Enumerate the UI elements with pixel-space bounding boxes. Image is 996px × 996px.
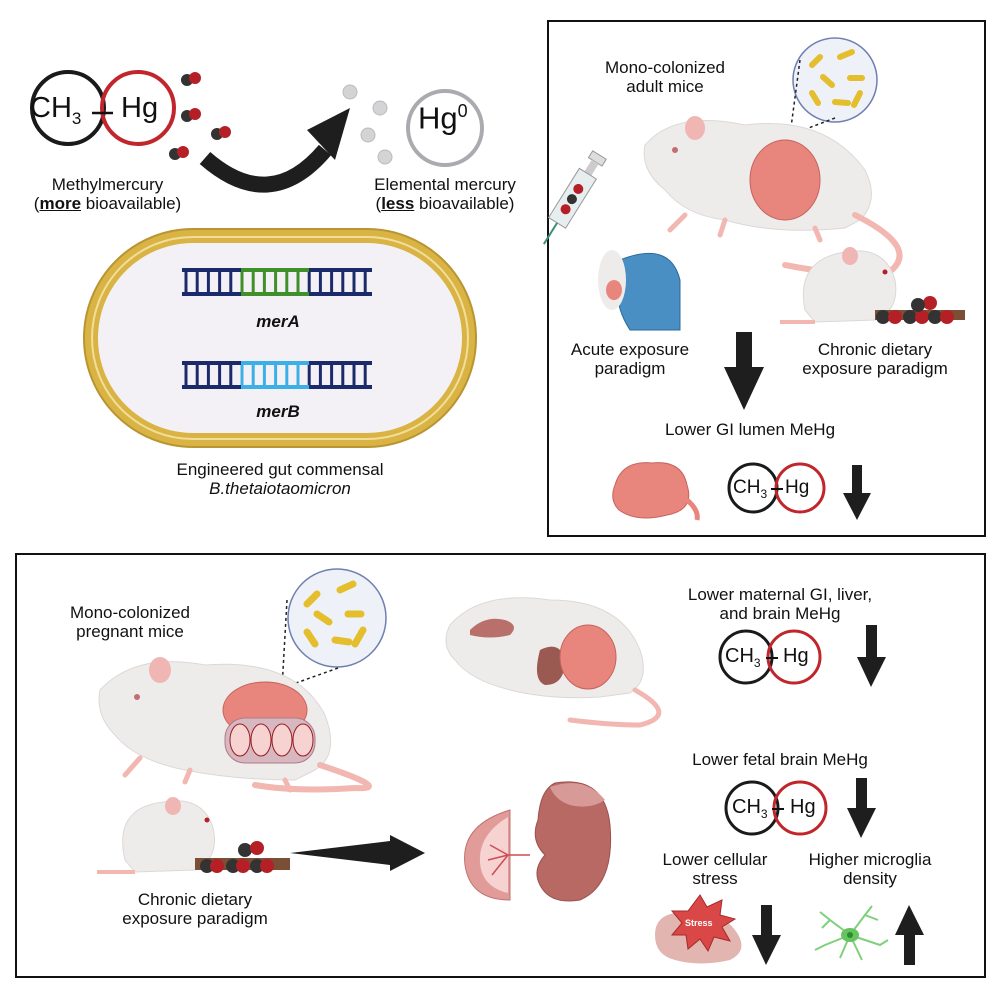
fetal-mol-ch: CH3: [732, 796, 768, 821]
maternal-methylmercury-molecule: [718, 629, 822, 685]
microglia-icon: [814, 905, 889, 961]
gut-organ: [749, 139, 821, 221]
maternal-gut: [559, 624, 617, 690]
bacterium-caption: Engineered gut commensal B.thetaiotaomic…: [176, 460, 384, 498]
conversion-arrow: [199, 108, 350, 193]
fetal-methylmercury-molecule: [724, 780, 828, 836]
microglia-up-arrow: [895, 905, 924, 965]
maternal-mol-ch: CH3: [725, 645, 761, 670]
mera-dna: [182, 268, 372, 296]
methylmercury-bioavailability: (more bioavailable): [33, 194, 182, 213]
fetal-down-arrow: [847, 778, 876, 838]
maternal-mouse-organs: [445, 597, 662, 728]
pregnant-mouse-illustration: [98, 657, 372, 793]
food-pellets: [195, 841, 290, 873]
fetal-exposure-arrow: [290, 835, 425, 871]
methyl-symbol: CH3: [30, 92, 82, 128]
gavage-syringe-hand: [543, 150, 681, 331]
zoom-callout-lines: [789, 59, 836, 136]
elemental-symbol: Hg0: [418, 100, 468, 136]
chronic-diet-mouse-adult: [780, 247, 965, 324]
uterus-fetuses: [224, 717, 316, 764]
elemental-mercury-label: Elemental mercury (less bioavailable): [360, 175, 530, 213]
stress-down-arrow: [752, 905, 781, 965]
maternal-liver: [536, 646, 565, 685]
maternal-down-arrow: [857, 625, 886, 687]
fetal-brain-stress-icon: [655, 894, 742, 964]
adult-panel-title: Mono-colonized adult mice: [604, 58, 725, 96]
maternal-mol-hg: Hg: [783, 645, 809, 667]
big-down-arrow: [724, 332, 764, 410]
bacterium-cell: [83, 228, 477, 448]
fetal-result-label: Lower fetal brain MeHg: [692, 750, 868, 769]
adult-mol-ch: CH3: [733, 477, 768, 501]
adult-methylmercury-molecule: [727, 462, 826, 514]
small-molecule-3: [211, 126, 231, 140]
pregnant-bacteria-zoom-circle: [287, 568, 387, 668]
elemental-bioavailability: (less bioavailable): [375, 194, 515, 213]
gene-merb-label: merB: [256, 402, 300, 421]
chronic-exposure-label-pregnant: Chronic dietary exposure paradigm: [122, 890, 268, 928]
stress-burst: [670, 894, 737, 953]
fetal-mol-hg: Hg: [790, 796, 816, 818]
methylmercury-label: Methylmercury (more bioavailable): [20, 175, 195, 213]
adult-mol-hg: Hg: [785, 477, 810, 498]
mercury-droplets: [342, 84, 393, 165]
methylmercury-molecule: [30, 70, 176, 146]
microglia-label: Higher microglia density: [808, 850, 932, 888]
cellular-stress-label: Lower cellular stress: [662, 850, 768, 888]
gene-mera-label: merA: [256, 312, 300, 331]
maternal-result-label: Lower maternal GI, liver, and brain MeHg: [687, 585, 873, 623]
small-molecule-4: [169, 146, 189, 160]
chronic-exposure-label-adult: Chronic dietary exposure paradigm: [802, 340, 948, 378]
mercury-ring: [100, 70, 176, 146]
chronic-diet-mouse-pregnant: [97, 797, 290, 874]
leaving-methyl-groups: [169, 72, 231, 160]
merb-dna: [182, 361, 372, 389]
small-molecule-1: [181, 72, 201, 86]
fetus: [534, 781, 612, 902]
mercury-symbol: Hg: [121, 92, 159, 124]
placenta-fetus: [464, 781, 612, 902]
acute-exposure-label: Acute exposure paradigm: [570, 340, 690, 378]
gut-icon: [612, 462, 700, 521]
maternal-brain: [470, 618, 514, 638]
bacteria-zoom-circle: [792, 37, 878, 123]
gi-lumen-result: Lower GI lumen MeHg: [664, 420, 836, 439]
adult-down-arrow: [843, 465, 871, 520]
small-molecule-2: [181, 108, 201, 122]
stress-badge-text: Stress: [685, 918, 713, 928]
elemental-mercury-ring: [406, 89, 484, 167]
pregnant-panel-title: Mono-colonized pregnant mice: [69, 603, 190, 641]
adult-mouse-illustration: [643, 116, 903, 279]
food-pellets: [875, 296, 965, 324]
